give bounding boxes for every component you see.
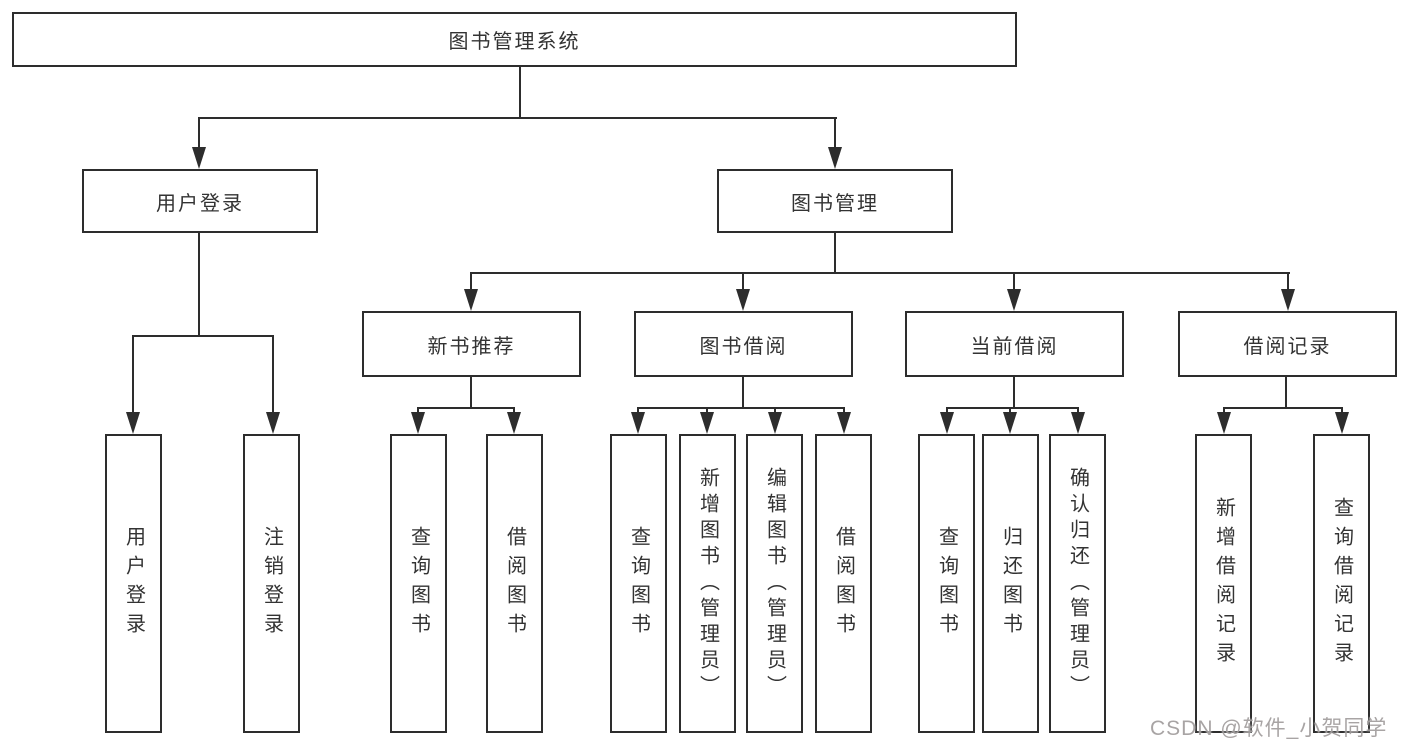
- connector-line: [834, 233, 836, 272]
- arrow-down-icon: [828, 147, 842, 169]
- connector-line: [1009, 409, 1011, 414]
- connector-line: [470, 377, 472, 407]
- watermark-text: CSDN @软件_小贺同学: [1150, 717, 1388, 740]
- leaf-add-books-admin: 新增图书（管理员）: [679, 434, 736, 733]
- connector-line: [1287, 274, 1289, 290]
- connector-line: [637, 407, 845, 409]
- arrow-down-icon: [940, 412, 954, 434]
- connector-line: [774, 409, 776, 414]
- arrow-down-icon: [1007, 289, 1021, 311]
- node-book-management: 图书管理: [717, 169, 953, 233]
- node-root-library-system: 图书管理系统: [12, 12, 1017, 67]
- connector-line: [843, 409, 845, 414]
- connector-line: [742, 377, 744, 407]
- arrow-down-icon: [1003, 412, 1017, 434]
- arrow-down-icon: [736, 289, 750, 311]
- arrow-down-icon: [1281, 289, 1295, 311]
- leaf-query-books-current: 查询图书: [918, 434, 975, 733]
- arrow-down-icon: [266, 412, 280, 434]
- connector-line: [470, 274, 472, 290]
- arrow-down-icon: [507, 412, 521, 434]
- connector-line: [519, 67, 521, 117]
- leaf-query-books-recommend: 查询图书: [390, 434, 447, 733]
- arrow-down-icon: [192, 147, 206, 169]
- leaf-edit-books-admin: 编辑图书（管理员）: [746, 434, 803, 733]
- connector-line: [470, 272, 1290, 274]
- leaf-confirm-return-admin: 确认归还（管理员）: [1049, 434, 1106, 733]
- leaf-return-books: 归还图书: [982, 434, 1039, 733]
- connector-line: [946, 409, 948, 414]
- arrow-down-icon: [1071, 412, 1085, 434]
- arrow-down-icon: [411, 412, 425, 434]
- connector-line: [1077, 409, 1079, 414]
- connector-line: [417, 409, 419, 414]
- leaf-logout: 注销登录: [243, 434, 300, 733]
- leaf-user-login: 用户登录: [105, 434, 162, 733]
- connector-line: [132, 335, 274, 337]
- arrow-down-icon: [1335, 412, 1349, 434]
- connector-line: [834, 119, 836, 149]
- connector-line: [706, 409, 708, 414]
- connector-line: [272, 337, 274, 412]
- connector-line: [132, 337, 134, 412]
- arrow-down-icon: [837, 412, 851, 434]
- connector-line: [1223, 407, 1343, 409]
- node-borrow-records: 借阅记录: [1178, 311, 1397, 377]
- connector-line: [1285, 377, 1287, 407]
- node-new-book-recommend: 新书推荐: [362, 311, 581, 377]
- connector-line: [198, 233, 200, 335]
- leaf-add-borrow-record: 新增借阅记录: [1195, 434, 1252, 733]
- connector-line: [1341, 409, 1343, 414]
- arrow-down-icon: [700, 412, 714, 434]
- connector-line: [198, 117, 837, 119]
- connector-line: [742, 274, 744, 290]
- connector-line: [946, 407, 1079, 409]
- connector-line: [637, 409, 639, 414]
- arrow-down-icon: [1217, 412, 1231, 434]
- connector-line: [417, 407, 515, 409]
- connector-line: [198, 119, 200, 149]
- arrow-down-icon: [768, 412, 782, 434]
- arrow-down-icon: [126, 412, 140, 434]
- leaf-query-books-borrow: 查询图书: [610, 434, 667, 733]
- arrow-down-icon: [464, 289, 478, 311]
- connector-line: [1013, 274, 1015, 290]
- arrow-down-icon: [631, 412, 645, 434]
- leaf-borrow-books: 借阅图书: [815, 434, 872, 733]
- leaf-query-borrow-record: 查询借阅记录: [1313, 434, 1370, 733]
- leaf-borrow-books-recommend: 借阅图书: [486, 434, 543, 733]
- connector-line: [1223, 409, 1225, 414]
- node-book-borrow: 图书借阅: [634, 311, 853, 377]
- connector-line: [1013, 377, 1015, 407]
- node-user-login: 用户登录: [82, 169, 318, 233]
- connector-line: [513, 409, 515, 414]
- node-current-borrow: 当前借阅: [905, 311, 1124, 377]
